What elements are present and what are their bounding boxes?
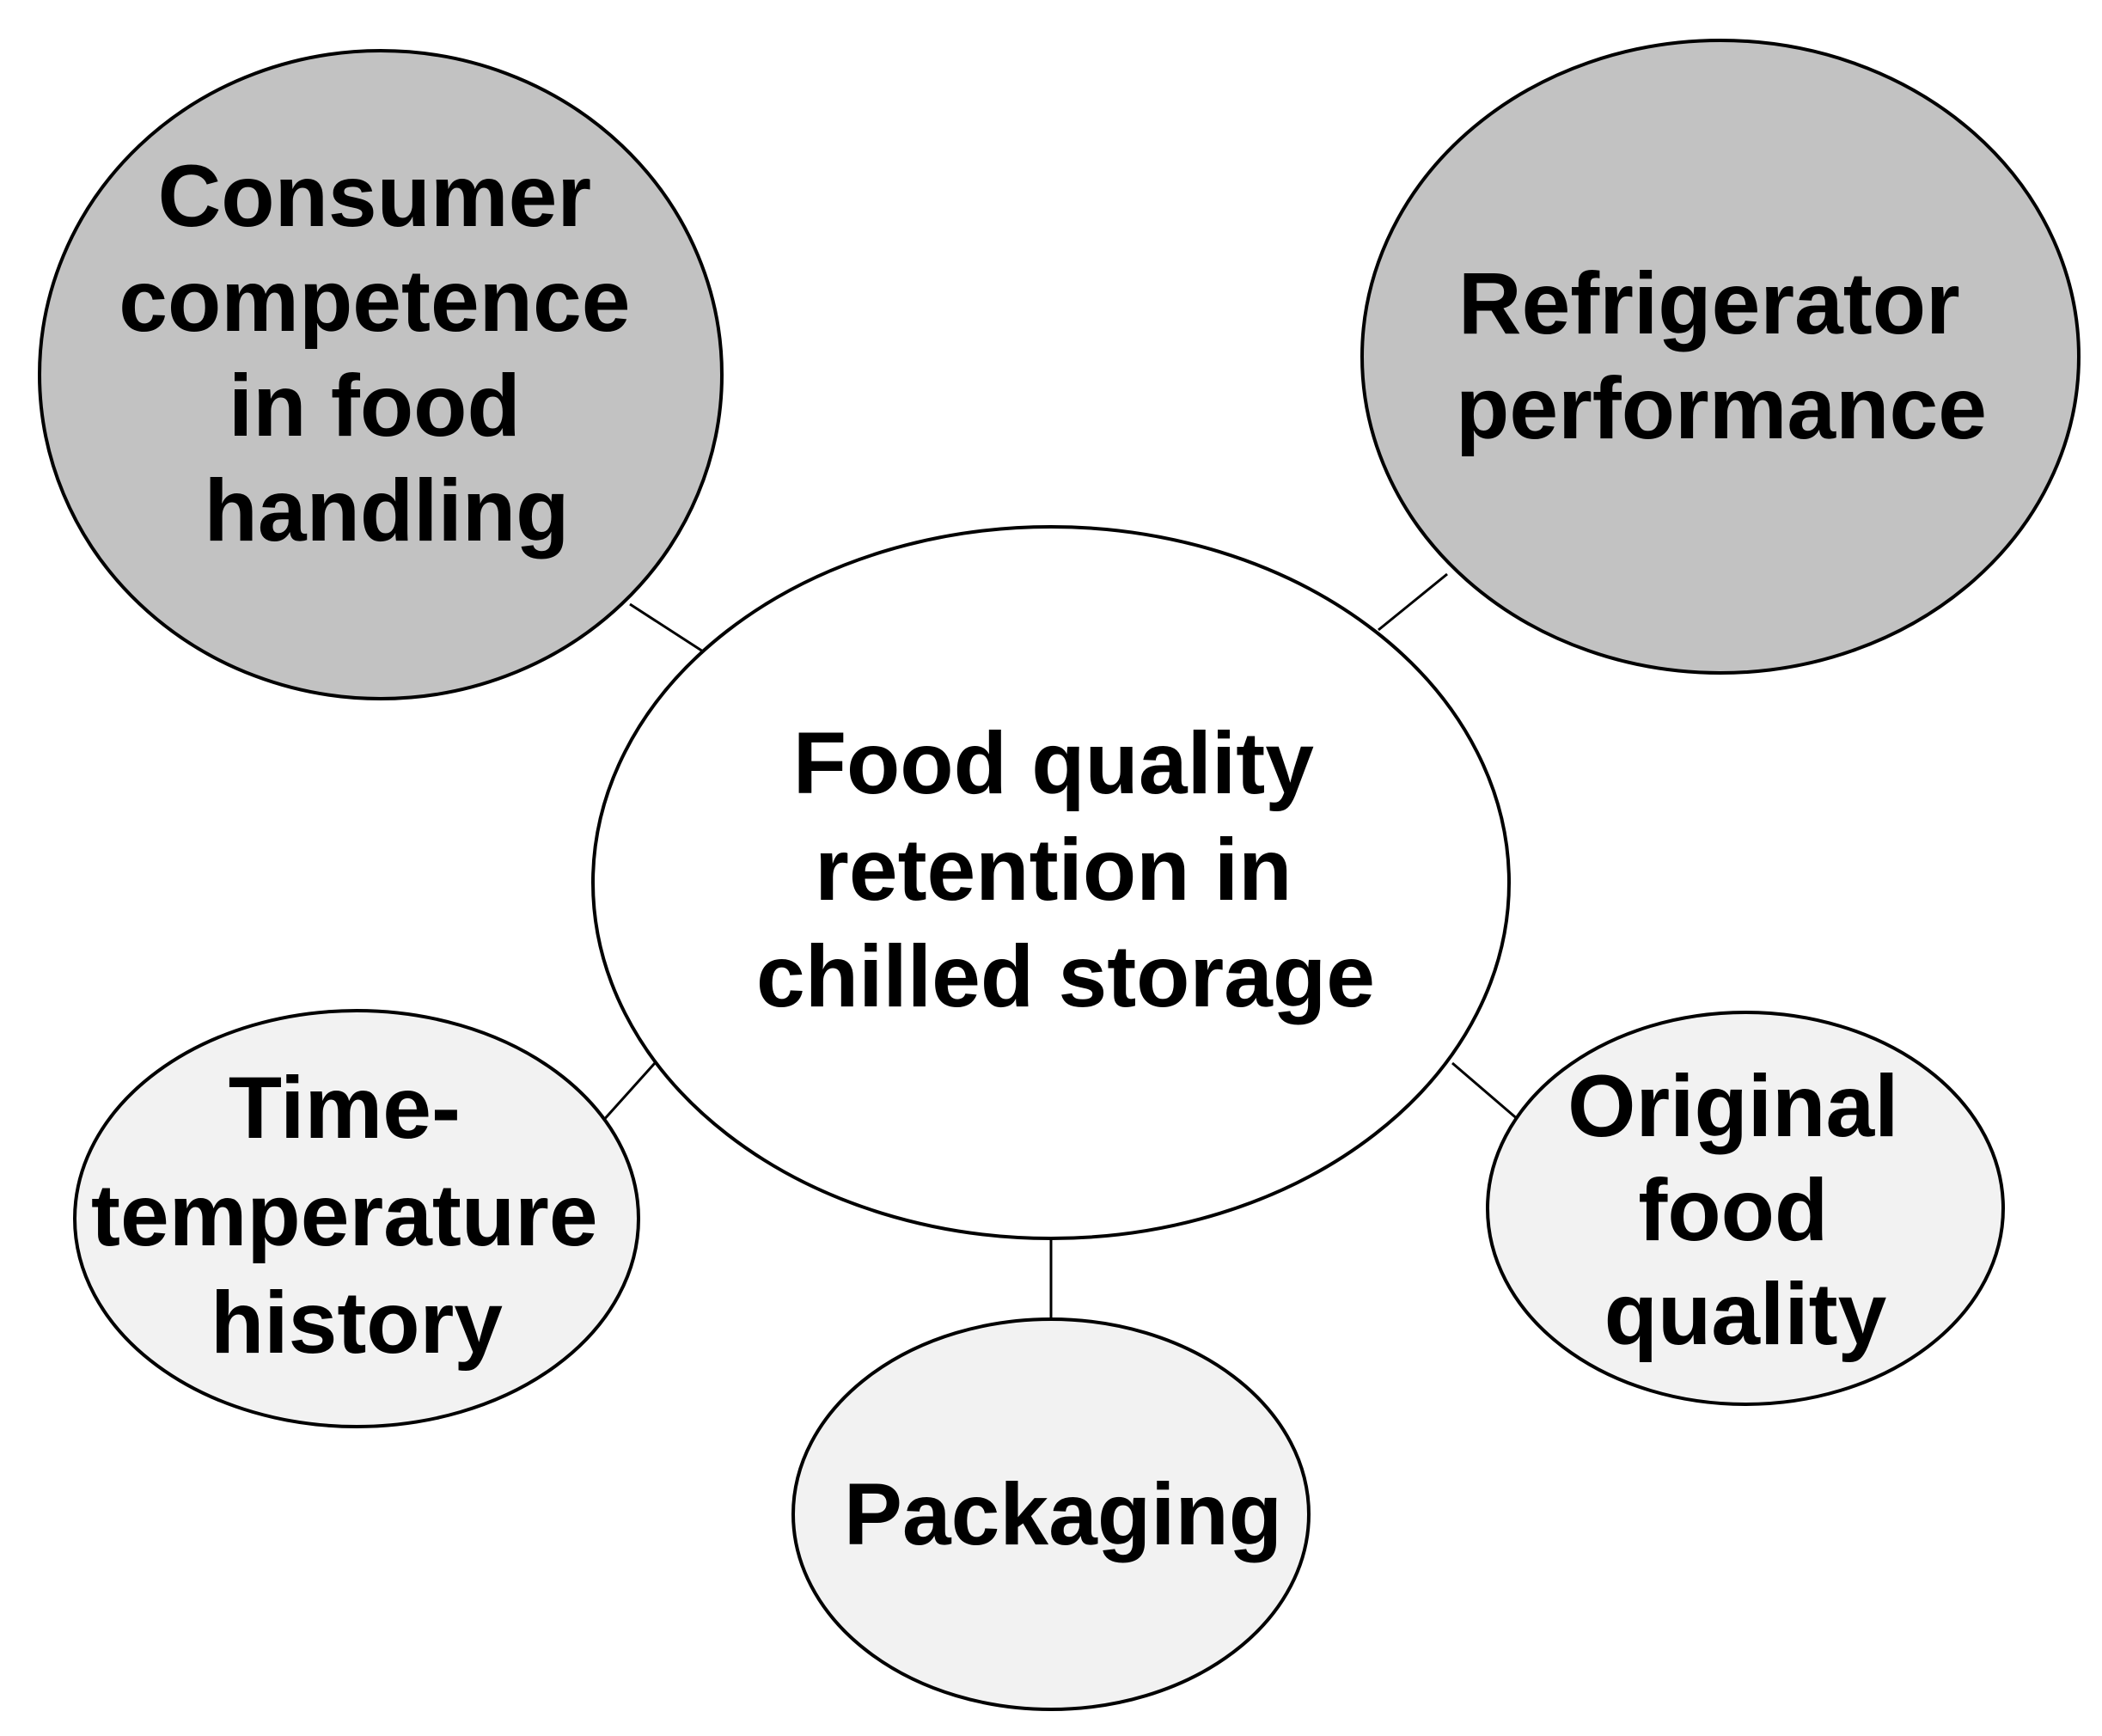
connector-time-temperature xyxy=(600,1061,657,1124)
label-original-food-quality: Original food quality xyxy=(1567,1057,1923,1363)
connector-original xyxy=(1451,1061,1526,1128)
node-center-food-quality-retention xyxy=(591,525,1511,1240)
label-time-temperature-history: Time- temperature history xyxy=(91,1059,622,1372)
node-packaging xyxy=(791,1317,1311,1711)
label-consumer-competence: Consumer competence in food handling xyxy=(119,147,655,559)
label-center-food-quality-retention: Food quality retention in chilled storag… xyxy=(756,714,1375,1025)
connector-refrigerator xyxy=(1378,572,1448,632)
node-consumer-competence xyxy=(38,49,724,700)
connector-consumer xyxy=(629,602,704,653)
label-refrigerator-performance: Refrigerator performance xyxy=(1456,254,1987,457)
node-refrigerator-performance xyxy=(1360,39,2081,675)
node-original-food-quality xyxy=(1486,1011,2005,1406)
label-packaging: Packaging xyxy=(844,1465,1282,1563)
node-time-temperature-history xyxy=(73,1009,640,1428)
